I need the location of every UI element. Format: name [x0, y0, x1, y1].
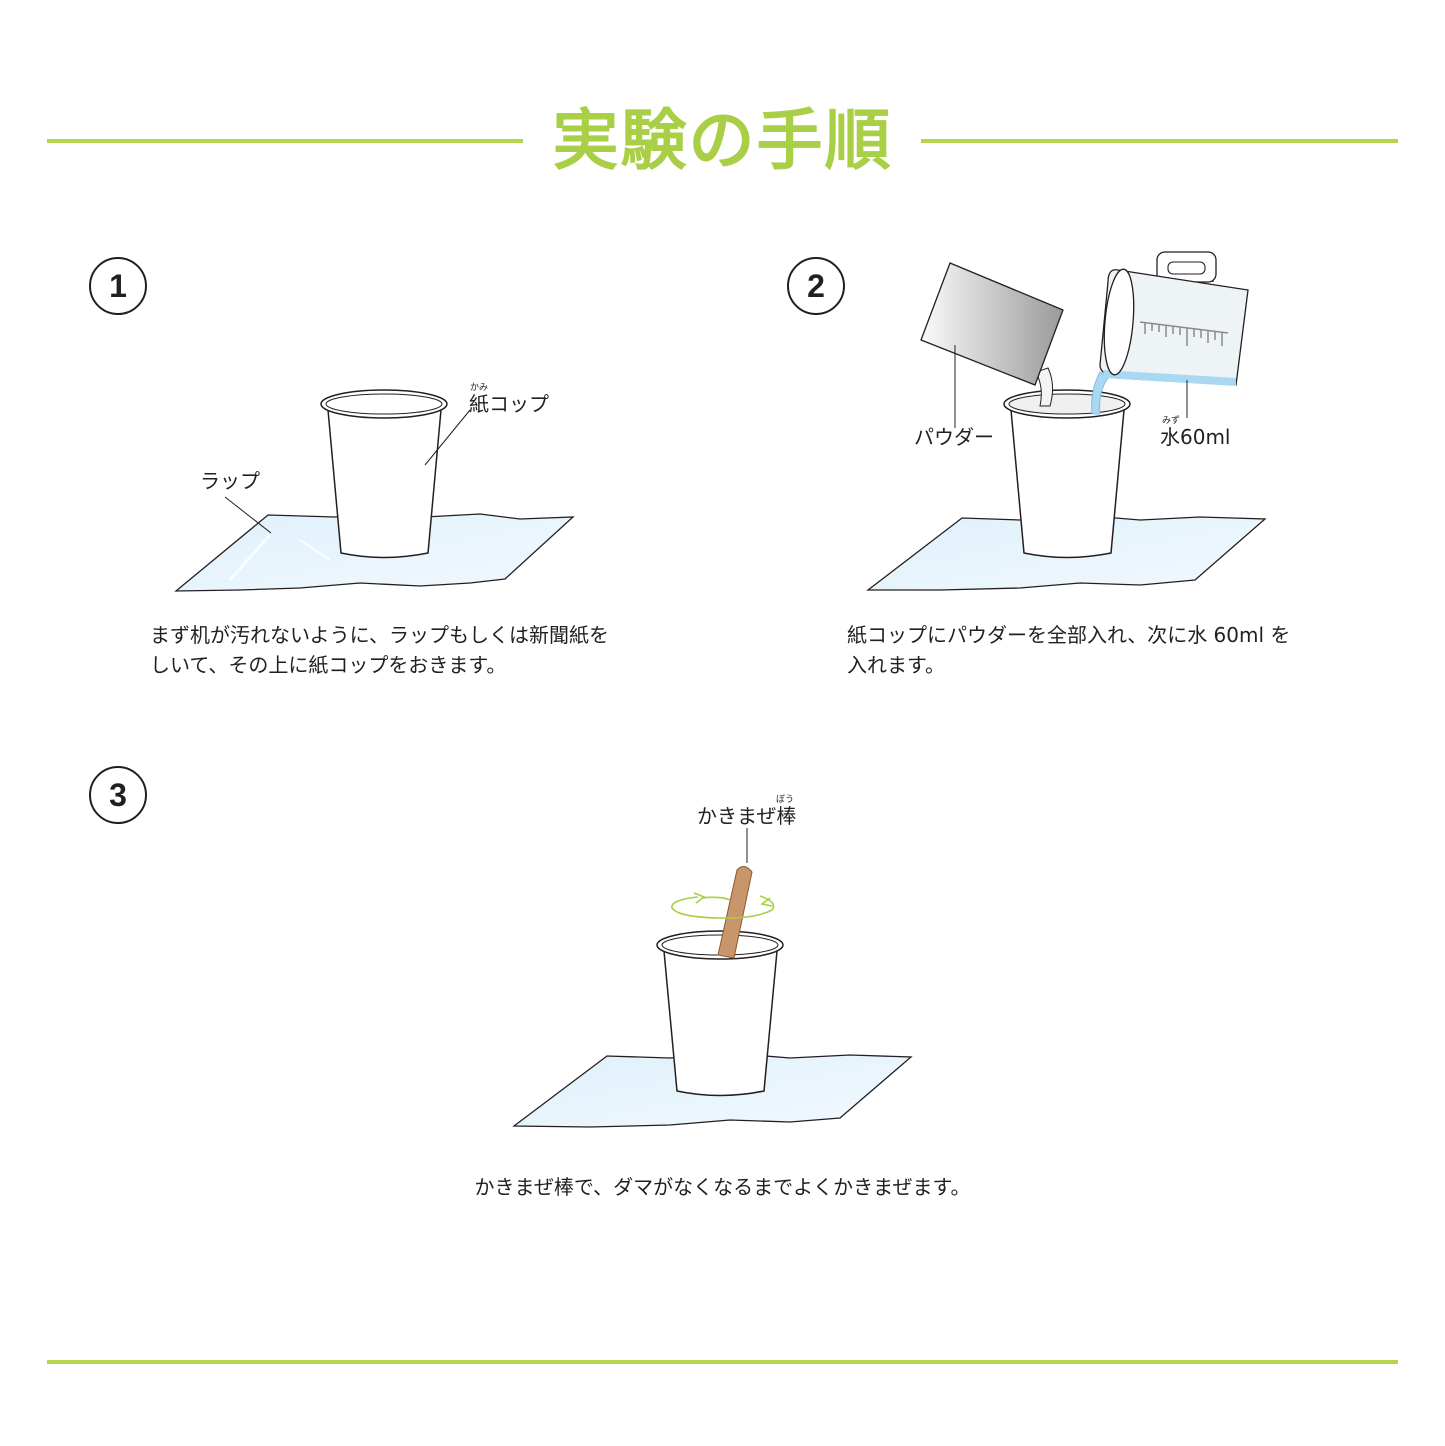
footer-rule: [47, 1360, 1398, 1364]
step-3-caption: かきまぜ棒で、ダマがなくなるまでよくかきまぜます。: [474, 1175, 971, 1199]
rotation-arrow-icon: [671, 892, 775, 919]
page-title: 実験の手順: [552, 102, 893, 179]
step-2-caption-line-2: 入れます。: [847, 653, 945, 677]
step-3-number: 3: [89, 766, 147, 824]
title-rule-right: [921, 139, 1398, 143]
measuring-cup-icon: [1099, 251, 1249, 386]
step-2-powder-label: パウダー: [914, 425, 994, 449]
paper-cup-icon: [320, 389, 448, 559]
step-3-illustration: [512, 828, 913, 1128]
step-3-stick-label: かきまぜ棒: [697, 804, 797, 828]
step-1-number: 1: [89, 257, 147, 315]
step-2-number: 2: [787, 257, 845, 315]
step-3-stick-ruby: ぼう: [776, 795, 795, 805]
step-2-water-ruby: みず: [1162, 416, 1181, 426]
step-1-illustration: [174, 389, 575, 592]
step-1-cup-ruby: かみ: [470, 383, 489, 393]
title-rule-left: [47, 139, 523, 143]
step-2-water-label: 水60ml: [1160, 425, 1231, 449]
stirring-stick-icon: [717, 866, 753, 959]
step-1-cup-label: 紙コップ: [469, 392, 549, 416]
step-1-wrap-label: ラップ: [200, 469, 260, 493]
step-1-caption-line-2: しいて、その上に紙コップをおきます。: [150, 653, 507, 677]
step-1-caption-line-1: まず机が汚れないように、ラップもしくは新聞紙を: [150, 623, 609, 647]
paper-cup-icon: [1003, 389, 1131, 559]
powder-packet-icon: [920, 262, 1064, 386]
paper-cup-icon: [656, 930, 784, 1097]
step-2-caption-line-1: 紙コップにパウダーを全部入れ、次に水 60ml を: [847, 623, 1291, 647]
step-2-illustration: [866, 251, 1267, 591]
